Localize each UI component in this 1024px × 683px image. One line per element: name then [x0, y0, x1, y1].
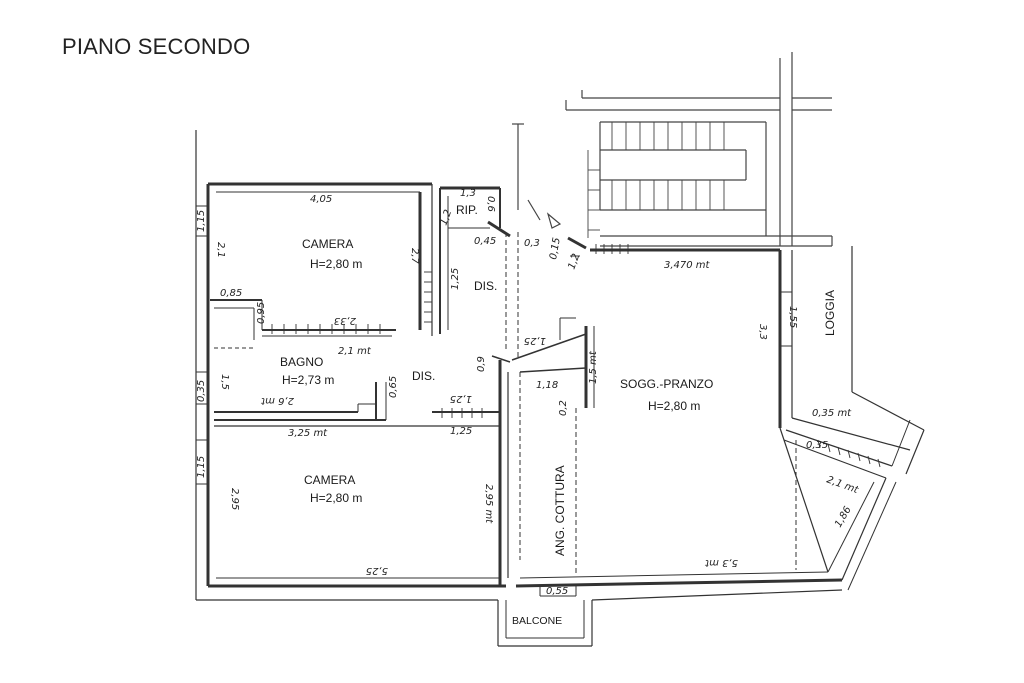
measure: 1,25 [450, 393, 472, 404]
measure: 2,6 mt [260, 395, 294, 406]
measure: 2,95 [229, 488, 240, 510]
room-dis-upper-name: DIS. [474, 279, 497, 293]
measure: 0,35 [196, 380, 207, 402]
room-dis-lower-name: DIS. [412, 369, 435, 383]
room-camera-top-name: CAMERA [302, 237, 353, 251]
measure: 3,3 [757, 324, 768, 340]
measure: 4,05 [310, 194, 332, 205]
measure: 2,1 mt [825, 474, 861, 496]
measure: 0,3 [524, 238, 540, 249]
measure: 2,1 mt [338, 346, 372, 357]
room-cottura-name: ANG. COTTURA [553, 465, 567, 556]
room-balcone-name: BALCONE [512, 615, 562, 627]
room-bagno-name: BAGNO [280, 355, 323, 369]
room-rip-name: RIP. [456, 203, 478, 217]
room-camera-bottom-name: CAMERA [304, 473, 355, 487]
measure: 2,95 mt [483, 484, 494, 524]
room-bagno-height: H=2,73 m [282, 373, 334, 387]
measure: 0,15 [548, 237, 563, 261]
measure: 2,7 [409, 248, 420, 265]
measure: 1,25 [450, 426, 472, 437]
measure: 1,2 [566, 252, 582, 271]
measure: 1,5 mt [588, 350, 599, 384]
measure: 0,6 [485, 196, 496, 212]
measure: 1,25 [524, 335, 546, 346]
measure: 2,1 [215, 242, 226, 258]
measure: 0,45 [474, 236, 496, 247]
measure: 1,5 [219, 374, 230, 390]
measure: 0,55 [546, 586, 568, 597]
measure: 1,86 [833, 505, 854, 530]
measure: 5,3 mt [704, 557, 738, 568]
room-camera-bottom-height: H=2,80 m [310, 491, 362, 505]
measure: 0,35 mt [812, 408, 852, 419]
measure: 1,55 [787, 306, 798, 328]
measurements: 4,05 1,15 2,1 2,7 0,85 1,3 1,2 0,6 0,45 … [196, 188, 861, 597]
measure: 0,95 [256, 302, 267, 324]
page-title: PIANO SECONDO [62, 34, 251, 59]
measure: 1,15 [196, 456, 207, 478]
measure: 0,65 [388, 376, 399, 398]
room-labels: CAMERA H=2,80 m RIP. DIS. BAGNO H=2,73 m… [280, 203, 837, 627]
measure: 0,2 [558, 400, 569, 416]
measure: 1,18 [536, 380, 558, 391]
room-soggiorno-name: SOGG.-PRANZO [620, 377, 713, 391]
measure: 0,35 [806, 440, 828, 451]
measure: 0,9 [476, 356, 487, 372]
measure: 3,470 mt [664, 260, 711, 271]
measure: 3,25 mt [288, 428, 328, 439]
room-soggiorno-height: H=2,80 m [648, 399, 700, 413]
measure: 1,2 [438, 208, 454, 227]
measure: 1,15 [196, 210, 207, 232]
stairwell [512, 52, 833, 247]
outer-walls [195, 130, 925, 601]
measure: 1,25 [450, 268, 461, 290]
measure: 1,3 [460, 188, 476, 199]
room-camera-top-height: H=2,80 m [310, 257, 362, 271]
room-loggia-name: LOGGIA [823, 290, 837, 336]
measure: 2,33 [334, 315, 356, 326]
measure: 0,85 [220, 288, 242, 299]
interior-walls [210, 184, 881, 647]
measure: 5,25 [366, 565, 388, 576]
